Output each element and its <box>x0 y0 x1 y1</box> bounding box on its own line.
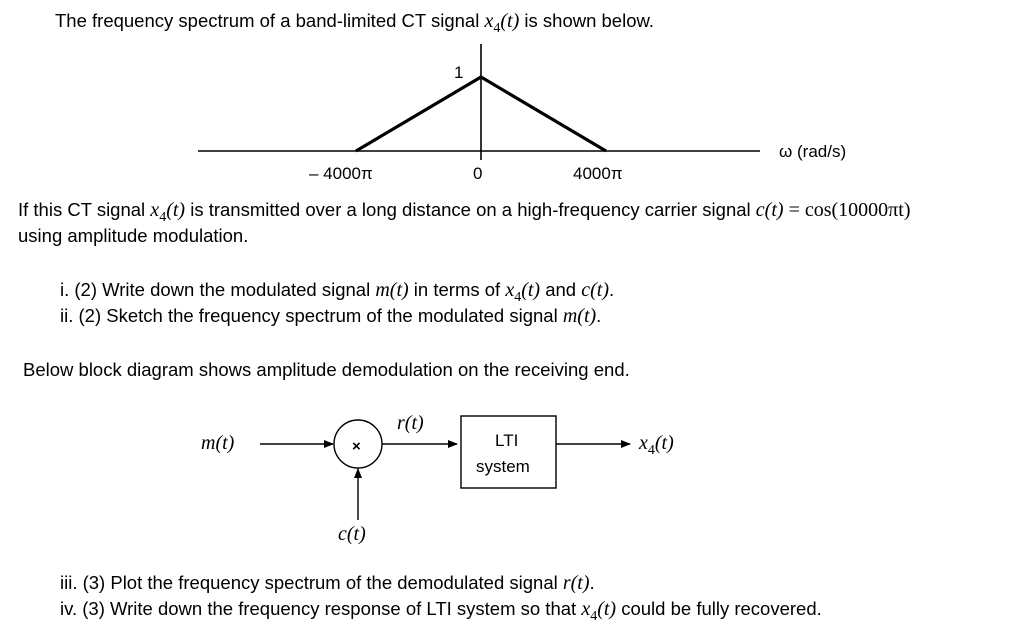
x4-symbol: x4(t) <box>150 199 186 225</box>
intro-line: The frequency spectrum of a band-limited… <box>55 10 654 40</box>
paragraph-2-line2: using amplitude modulation. <box>18 225 249 246</box>
lti-system-box <box>460 415 557 489</box>
axis-label: ω (rad/s) <box>779 142 846 161</box>
r-label: r(t) <box>397 412 424 434</box>
carrier-symbol: c(t) <box>755 199 784 221</box>
x4-symbol: x4(t) <box>484 10 520 36</box>
peak-label: 1 <box>454 63 463 82</box>
lti-box-line1: LTI <box>495 431 518 450</box>
question-3: iii. (3) Plot the frequency spectrum of … <box>60 572 595 594</box>
lti-box-line2: system <box>476 457 530 476</box>
multiplier-symbol: × <box>352 438 361 455</box>
carrier-label: c(t) <box>338 523 366 545</box>
input-label: m(t) <box>201 432 235 454</box>
spectrum-triangle <box>355 75 607 153</box>
tick-label-neg: – 4000π <box>309 164 373 183</box>
question-2: ii. (2) Sketch the frequency spectrum of… <box>60 305 602 327</box>
tick-label-zero: 0 <box>473 164 482 183</box>
tick-label-pos: 4000π <box>573 164 623 183</box>
paragraph-2-line1: If this CT signal x4(t) is transmitted o… <box>18 199 911 225</box>
carrier-equation: = cos(10000πt) <box>783 199 911 221</box>
question-1: i. (2) Write down the modulated signal m… <box>60 279 615 305</box>
block-diagram-intro: Below block diagram shows amplitude demo… <box>23 359 630 380</box>
intro-text-after: is shown below. <box>519 10 654 31</box>
intro-text-before: The frequency spectrum of a band-limited… <box>55 10 485 31</box>
question-4: iv. (3) Write down the frequency respons… <box>60 598 822 624</box>
output-label: x4(t) <box>638 432 674 458</box>
